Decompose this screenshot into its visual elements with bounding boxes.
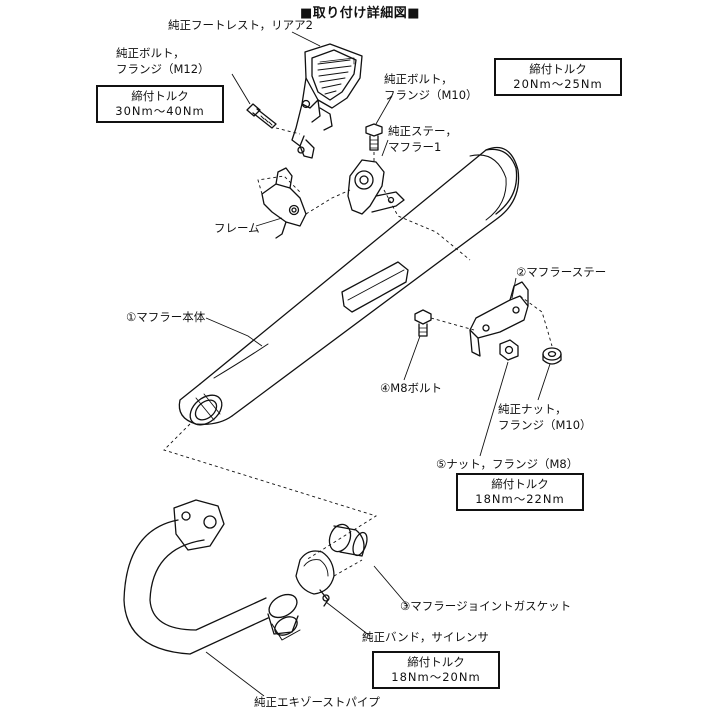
label-muffler-stay: ②マフラーステー — [516, 265, 607, 279]
label-bolt-m12-line2: フランジ（M12） — [116, 62, 210, 76]
label-band: 純正バンド，サイレンサ — [362, 630, 489, 644]
bolt-m10-part — [365, 123, 383, 151]
muffler-body-part — [178, 146, 520, 426]
footrest-part — [291, 43, 363, 159]
torque-value-m10: 20Nm〜25Nm — [513, 77, 603, 91]
nut-m8-part — [499, 339, 519, 361]
label-bolt-m12-line1: 純正ボルト， — [116, 46, 185, 60]
label-exhaust-pipe: 純正エキゾーストパイプ — [254, 695, 380, 709]
gasket-part — [328, 523, 368, 557]
torque-label: 締付トルク — [131, 89, 189, 103]
label-frame: フレーム — [214, 221, 260, 235]
m8-bolt-part — [414, 309, 432, 337]
label-nut-m8: ⑤ナット，フランジ（M8） — [436, 457, 579, 471]
muffler-stay-part — [469, 281, 529, 357]
torque-box-m12: 締付トルク 30Nm〜40Nm — [96, 85, 224, 123]
label-muffler-body: ①マフラー本体 — [126, 310, 206, 324]
label-nut-m10-line2: フランジ（M10） — [498, 418, 592, 432]
label-footrest: 純正フートレスト，リアア2 — [168, 18, 313, 32]
band-clamp-part — [295, 550, 335, 607]
label-nut-m10-line1: 純正ナット， — [498, 402, 567, 416]
torque-value-m8: 18Nm〜22Nm — [475, 492, 565, 506]
label-gasket: ③マフラージョイントガスケット — [400, 599, 572, 613]
nut-m10-part — [542, 347, 562, 365]
torque-label: 締付トルク — [529, 62, 587, 76]
torque-box-band: 締付トルク 18Nm〜20Nm — [372, 651, 500, 689]
torque-box-m10: 締付トルク 20Nm〜25Nm — [494, 58, 622, 96]
diagram-title: ■取り付け詳細図■ — [299, 6, 421, 21]
bolt-m12-part — [246, 103, 277, 129]
torque-value-band: 18Nm〜20Nm — [391, 670, 481, 684]
torque-label: 締付トルク — [407, 655, 465, 669]
label-bolt-m10-line2: フランジ（M10） — [384, 88, 478, 102]
label-bolt-m10-line1: 純正ボルト， — [384, 72, 453, 86]
torque-value-m12: 30Nm〜40Nm — [115, 104, 205, 118]
label-stay1-line1: 純正ステー， — [388, 124, 457, 138]
torque-label: 締付トルク — [491, 477, 549, 491]
frame-part — [261, 167, 307, 239]
torque-box-m8: 締付トルク 18Nm〜22Nm — [456, 473, 584, 511]
exhaust-pipe-part — [123, 499, 301, 655]
label-stay1-line2: マフラー1 — [388, 140, 442, 154]
stay1-part — [347, 159, 405, 215]
label-m8-bolt: ④M8ボルト — [380, 381, 443, 395]
